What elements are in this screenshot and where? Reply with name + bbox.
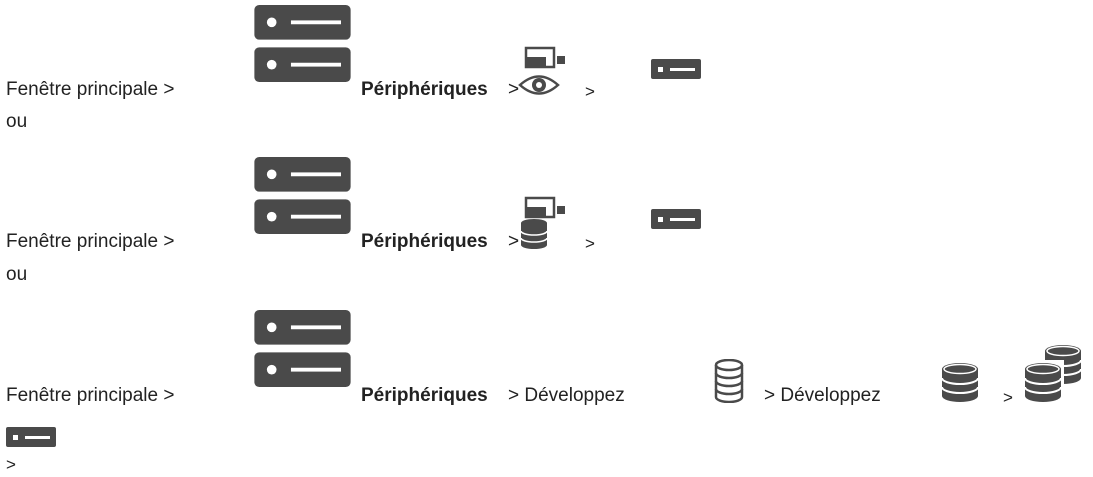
encoder-icon <box>651 59 701 79</box>
devices-icon <box>254 157 351 234</box>
or-connector: ou <box>6 264 28 285</box>
path-separator: > <box>585 82 595 101</box>
path-devices: Périphériques <box>361 79 488 100</box>
video-storage-device-icon <box>520 196 565 249</box>
path-separator: > <box>6 455 16 474</box>
storage-pool-icon <box>1023 344 1082 406</box>
devices-icon <box>254 5 351 82</box>
path-main-window: Fenêtre principale > <box>6 385 175 406</box>
devices-icon <box>254 310 351 387</box>
storage-outline-icon <box>713 359 745 403</box>
storage-filled-icon <box>940 362 980 402</box>
expand-step: > Développez <box>764 385 881 406</box>
path-separator: > <box>508 231 520 252</box>
encoder-icon <box>651 209 701 229</box>
path-main-window: Fenêtre principale > <box>6 231 175 252</box>
path-separator: > <box>585 234 595 253</box>
path-separator: > <box>508 79 520 100</box>
path-devices: Périphériques <box>361 385 488 406</box>
path-devices: Périphériques <box>361 231 488 252</box>
path-separator: > <box>1003 388 1013 407</box>
encoder-icon <box>6 427 56 447</box>
expand-step: > Développez <box>508 385 625 406</box>
or-connector: ou <box>6 111 28 132</box>
path-main-window: Fenêtre principale > <box>6 79 175 100</box>
video-eye-device-icon <box>518 46 565 95</box>
